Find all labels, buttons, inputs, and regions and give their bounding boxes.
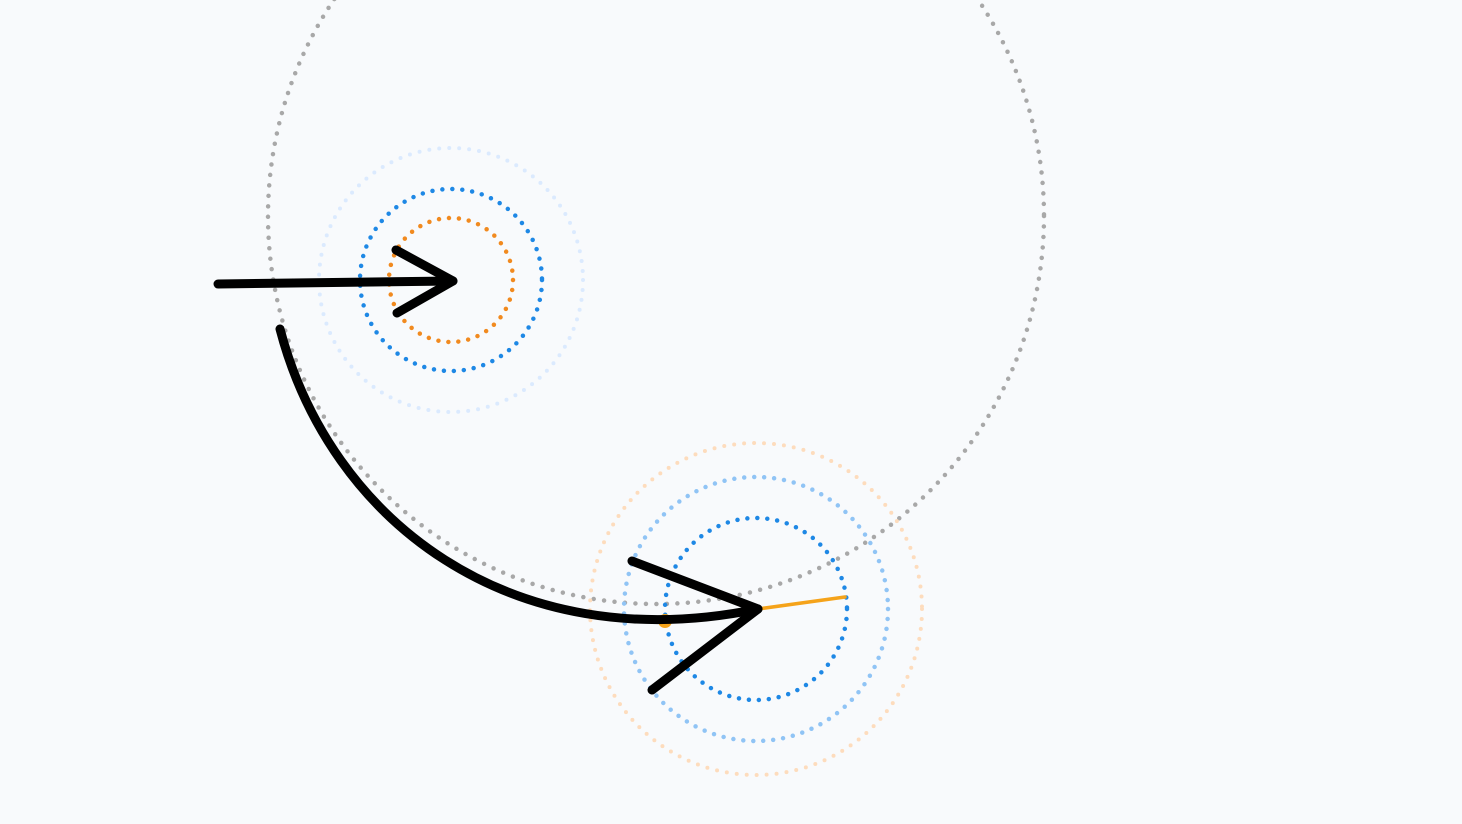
top-target[interactable] — [317, 146, 585, 414]
large-guide-circle — [265, 0, 1047, 607]
top-target-middle-ring — [357, 186, 545, 374]
handle-line-icon — [756, 595, 847, 611]
straight-arrow-shaft — [213, 276, 458, 289]
straight-arrow[interactable] — [213, 245, 458, 318]
top-target-inner-ring — [386, 215, 516, 345]
curved-arrow-shaft — [275, 324, 763, 625]
curved-arrow[interactable] — [275, 324, 763, 695]
curved-arrow-icon — [627, 556, 763, 695]
bottom-target-inner-ring — [662, 515, 850, 703]
top-target-outer-ring — [317, 146, 585, 414]
bottom-target-middle-ring — [621, 474, 891, 744]
bottom-target[interactable] — [588, 441, 924, 777]
bottom-target-outer-ring — [588, 441, 924, 777]
arrow-right-icon — [391, 245, 458, 318]
